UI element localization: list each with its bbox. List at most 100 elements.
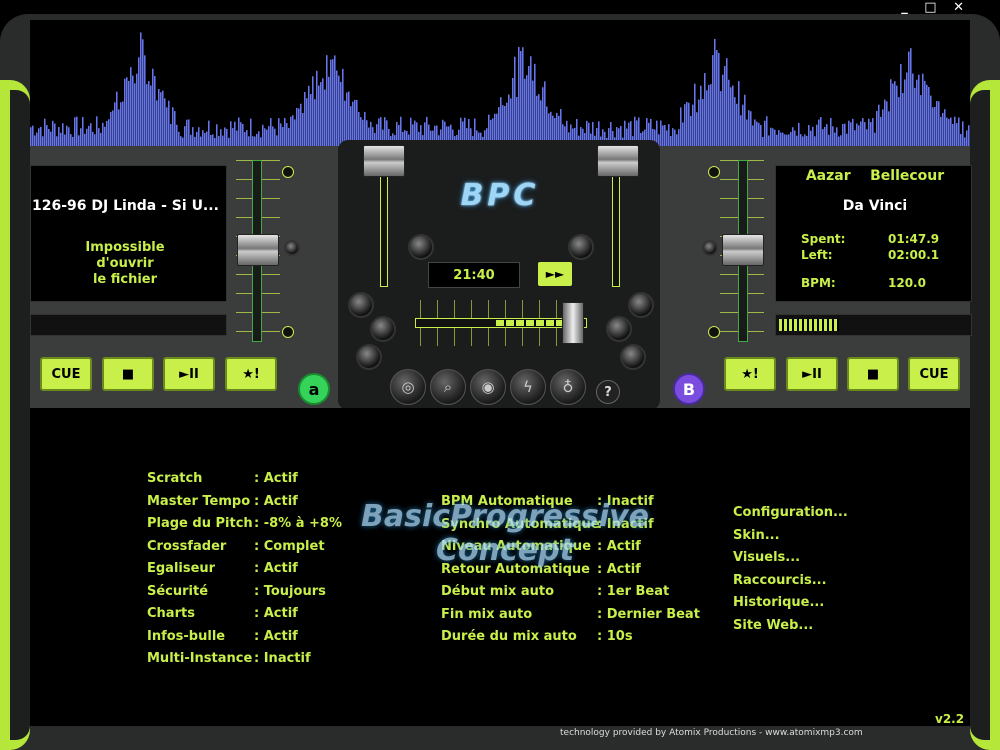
channel-b-eq-low-knob[interactable]: [620, 344, 646, 370]
setting-value[interactable]: : Actif: [254, 471, 298, 486]
deck-a-pitch-up-icon[interactable]: [282, 166, 294, 178]
channel-a-eq-high-knob[interactable]: [348, 292, 374, 318]
setting-row[interactable]: Charts: Actif: [147, 606, 342, 629]
waveform-bar: [208, 120, 210, 146]
waveform-bar: [660, 120, 662, 146]
setting-value[interactable]: : 10s: [597, 629, 633, 644]
channel-a-gain-knob[interactable]: [408, 234, 434, 260]
setting-row[interactable]: Sécurité: Toujours: [147, 584, 342, 607]
deck-b-pitch-knob[interactable]: [722, 234, 764, 266]
waveform-bar: [928, 87, 930, 146]
setting-row[interactable]: Egaliseur: Actif: [147, 561, 342, 584]
channel-b-eq-mid-knob[interactable]: [606, 316, 632, 342]
setting-value[interactable]: : Complet: [254, 538, 325, 554]
waveform-bar: [790, 131, 792, 146]
setting-row[interactable]: Multi-Instance: Inactif: [147, 651, 342, 674]
restore-button[interactable]: □: [924, 0, 943, 15]
configuration-link[interactable]: Configuration...: [733, 505, 848, 520]
waveform-bar: [698, 99, 700, 146]
channel-b-eq-high-knob[interactable]: [628, 292, 654, 318]
crossfader-knob[interactable]: [562, 302, 584, 344]
deck-a-cue-button[interactable]: CUE: [40, 357, 92, 391]
channel-a-eq-mid-knob[interactable]: [370, 316, 396, 342]
search-icon[interactable]: ⌕: [430, 369, 466, 405]
channel-b-volume-knob[interactable]: [597, 145, 639, 177]
deck-a-pitch-reset-icon[interactable]: [284, 240, 300, 256]
channel-a-volume-knob[interactable]: [363, 145, 405, 177]
setting-row[interactable]: Retour Automatique: Actif: [441, 562, 700, 585]
waveform-bar: [204, 132, 206, 146]
waveform-bar: [206, 131, 208, 146]
setting-value[interactable]: : Actif: [254, 561, 298, 576]
setting-row[interactable]: Scratch: Actif: [147, 471, 342, 494]
deck-b-stop-button[interactable]: ■: [847, 357, 899, 391]
skin-link[interactable]: Skin...: [733, 527, 780, 543]
setting-value[interactable]: : Toujours: [254, 583, 326, 599]
waveform-bar: [526, 75, 528, 146]
setting-row[interactable]: Master Tempo: Actif: [147, 494, 342, 517]
waveform-bar: [252, 136, 254, 146]
waveform-bar: [536, 95, 538, 146]
lightning-icon[interactable]: ϟ: [510, 369, 546, 405]
setting-value[interactable]: : Actif: [254, 493, 298, 509]
auto-mix-button[interactable]: ►►: [538, 262, 572, 286]
history-link[interactable]: Historique...: [733, 595, 825, 610]
watermark-line: Concept: [436, 533, 574, 568]
close-button[interactable]: ✕: [953, 0, 970, 15]
deck-a-play-pause-button[interactable]: ►II: [163, 357, 215, 391]
waveform-bar: [298, 108, 300, 146]
help-button[interactable]: ?: [596, 380, 620, 404]
deck-b-star-button[interactable]: ★!: [724, 357, 776, 391]
setting-value[interactable]: : Inactif: [597, 516, 654, 532]
setting-value[interactable]: : Inactif: [597, 494, 654, 509]
waveform-bar: [822, 129, 824, 146]
shortcuts-link[interactable]: Raccourcis...: [733, 572, 827, 588]
deck-a-star-button[interactable]: ★!: [225, 357, 277, 391]
deck-b-pitch-reset-icon[interactable]: [702, 240, 718, 256]
setting-row[interactable]: Niveau Automatique: Actif: [441, 539, 700, 562]
deck-b-artist: Aazar Bellecour: [780, 168, 970, 184]
channel-b-volume-track[interactable]: [612, 165, 620, 287]
waveform-bar: [292, 115, 294, 146]
waveform-bar: [460, 117, 462, 146]
waveform-bar: [688, 102, 690, 146]
setting-row[interactable]: Plage du Pitch: -8% à +8%: [147, 516, 342, 539]
waveform-bar: [762, 137, 764, 146]
deck-b-pitch-up-icon[interactable]: [708, 166, 720, 178]
website-link[interactable]: Site Web...: [733, 617, 814, 633]
waveform-bar: [736, 103, 738, 146]
disc-icon[interactable]: ◎: [390, 369, 426, 405]
crossfader-track[interactable]: [415, 318, 587, 328]
channel-a-eq-low-knob[interactable]: [356, 344, 382, 370]
setting-value[interactable]: : Actif: [254, 606, 298, 621]
setting-value[interactable]: : Actif: [597, 539, 641, 554]
channel-a-volume-track[interactable]: [380, 165, 388, 287]
setting-value[interactable]: : 1er Beat: [597, 584, 670, 599]
deck-a-pitch-knob[interactable]: [237, 234, 279, 266]
setting-row[interactable]: Durée du mix auto: 10s: [441, 629, 700, 652]
channel-b-gain-knob[interactable]: [568, 234, 594, 260]
waveform-bar: [876, 110, 878, 146]
setting-value[interactable]: : -8% à +8%: [254, 516, 342, 531]
setting-row[interactable]: Début mix auto: 1er Beat: [441, 584, 700, 607]
deck-b-play-pause-button[interactable]: ►II: [786, 357, 838, 391]
deck-b-pitch-down-icon[interactable]: [708, 326, 720, 338]
setting-value[interactable]: : Actif: [597, 561, 641, 577]
setting-value[interactable]: : Dernier Beat: [597, 606, 700, 622]
microphone-icon[interactable]: ♁: [550, 369, 586, 405]
visuals-link[interactable]: Visuels...: [733, 550, 801, 565]
deck-a-pitch-down-icon[interactable]: [282, 326, 294, 338]
setting-row[interactable]: Infos-bulle: Actif: [147, 629, 342, 652]
setting-row[interactable]: Crossfader: Complet: [147, 539, 342, 562]
setting-row[interactable]: BPM Automatique: Inactif: [441, 494, 700, 517]
minimize-button[interactable]: _: [901, 0, 914, 15]
deck-b-cue-button[interactable]: CUE: [908, 357, 960, 391]
setting-row[interactable]: Fin mix auto: Dernier Beat: [441, 607, 700, 630]
deck-a-stop-button[interactable]: ■: [102, 357, 154, 391]
setting-row[interactable]: Synchro Automatique: Inactif: [441, 517, 700, 540]
setting-value[interactable]: : Actif: [254, 628, 298, 644]
setting-value[interactable]: : Inactif: [254, 651, 311, 666]
broadcast-icon[interactable]: ◉: [470, 369, 506, 405]
waveform-bar: [964, 137, 966, 146]
waveform-bar: [194, 136, 196, 146]
